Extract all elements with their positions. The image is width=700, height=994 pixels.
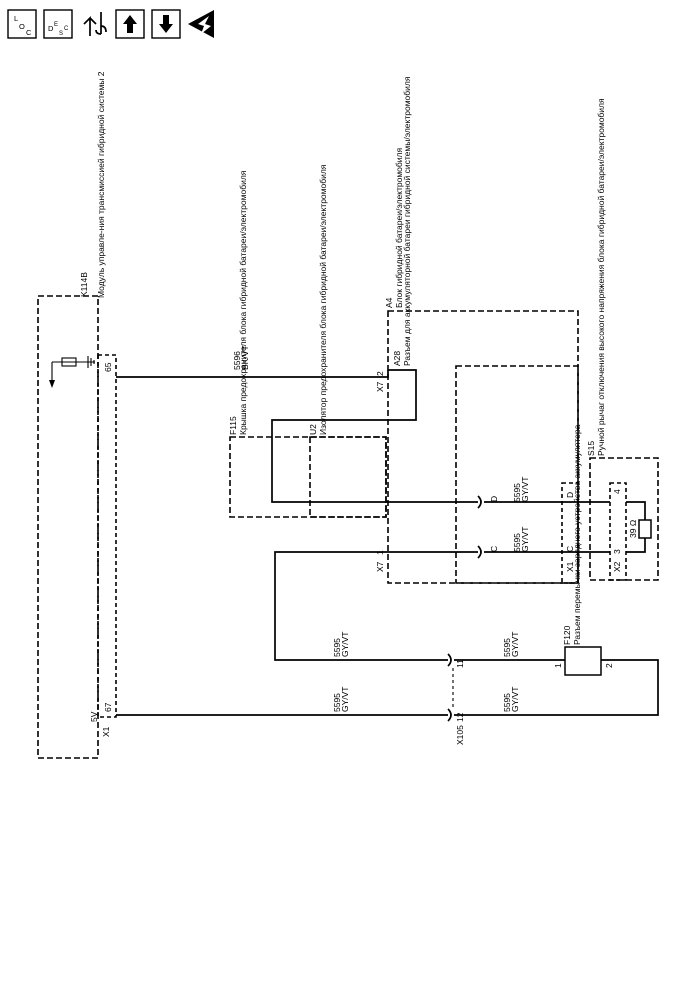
- loc-icon[interactable]: L O C: [7, 9, 37, 39]
- pin-f120-2: 2: [604, 663, 614, 668]
- wire-5595-b-number: 5595: [502, 638, 512, 657]
- pin-d-left: D: [489, 496, 499, 502]
- s15-id: S15: [586, 441, 596, 456]
- svg-text:C: C: [64, 26, 69, 32]
- wire-5596: [116, 370, 389, 378]
- connector-x1-k: X1: [101, 726, 111, 737]
- k114b-name: Модуль управле-ния трансмиссией гибридно…: [96, 71, 106, 298]
- s15-name: Ручной рычаг отключения высокого напряже…: [596, 98, 606, 456]
- a4-box: [387, 310, 579, 584]
- f120-id: F120: [562, 625, 572, 645]
- s15-x2-connector: [609, 482, 627, 581]
- wire-interlock-loop: [271, 369, 478, 503]
- connector-x7-bottom: X7: [375, 561, 385, 572]
- terminal-x105-12: [447, 708, 452, 722]
- wire-5595-a-number: 5595: [332, 638, 342, 657]
- connector-x105: X105: [455, 725, 465, 745]
- terminal-x105-11: [447, 653, 452, 667]
- s15-internal-wire: [626, 501, 646, 553]
- a28-x1-connector: [561, 482, 579, 584]
- wiring-tool-icon[interactable]: [83, 12, 107, 36]
- svg-text:D: D: [48, 24, 54, 33]
- connector-x1-a28: X1: [565, 561, 575, 572]
- f120-name: Разъем перемычки зарядного устройства ак…: [572, 424, 582, 645]
- a28-box: [455, 365, 579, 584]
- svg-text:C: C: [26, 28, 32, 37]
- k114b-id: K114B: [79, 272, 89, 297]
- desc-icon[interactable]: D E S C: [43, 9, 73, 39]
- svg-text:O: O: [19, 22, 25, 31]
- connector-x7-top: X7: [375, 381, 385, 392]
- wire-5596-color: BK/VT: [240, 345, 250, 370]
- a4-name: Блок гибридной батареи/электромобиля: [394, 148, 404, 308]
- wire-5595-a-color: GY/VT: [340, 631, 350, 657]
- esd-warning-icon[interactable]: [188, 10, 214, 38]
- u2-box: [309, 436, 387, 518]
- f120-jumper: [564, 646, 602, 676]
- wire-5596-number: 5596: [232, 351, 242, 370]
- svg-text:E: E: [54, 22, 58, 28]
- f115-name: Крышка предохранителя блока гибридной ба…: [238, 170, 248, 435]
- pin-c-right: C: [565, 546, 575, 552]
- s15-box: [589, 457, 659, 581]
- wire-5595-d-color: GY/VT: [520, 476, 530, 502]
- wire-5595-d-number: 5595: [512, 483, 522, 502]
- ground-icon: [49, 356, 95, 388]
- k114b-module-box: [37, 295, 99, 759]
- label-5v: 5V: [89, 711, 99, 722]
- connector-x2: X2: [612, 561, 622, 572]
- u2-name: Изолятор предохранителя блока гибридной …: [318, 164, 328, 435]
- wire-5595-b-color: GY/VT: [510, 631, 520, 657]
- wire-5595-f-number: 5595: [332, 693, 342, 712]
- pin-c-left: C: [489, 546, 499, 552]
- pin-x105-11: 11: [455, 659, 465, 668]
- pin-k67: 67: [103, 702, 113, 712]
- arrow-down-icon[interactable]: [151, 9, 181, 39]
- pin-s15-3: 3: [612, 549, 622, 554]
- wire-5595-c-number: 5595: [512, 533, 522, 552]
- u2-id: U2: [308, 424, 318, 435]
- wire-5595-c-color: GY/VT: [520, 526, 530, 552]
- pin-d-right: D: [565, 492, 575, 498]
- terminal-c: [477, 545, 482, 559]
- wire-5595-f-color: GY/VT: [340, 686, 350, 712]
- k114b-name-holder: [44, 258, 100, 298]
- pin-x105-12: 12: [455, 712, 465, 722]
- pin-s15-4: 4: [612, 489, 622, 494]
- svg-text:S: S: [59, 31, 63, 37]
- k114b-connector-x1: [97, 354, 117, 718]
- resistor-value: 39 Ω: [628, 520, 638, 538]
- terminal-d: [477, 495, 482, 509]
- toolbar: L O C D E S C: [7, 9, 214, 39]
- arrow-up-icon[interactable]: [115, 9, 145, 39]
- pin-x7-2: 2: [375, 371, 385, 376]
- f115-box: [229, 436, 387, 518]
- pin-f120-1: 1: [553, 663, 563, 668]
- wire-f120-return: [454, 659, 659, 716]
- a28-id: A28: [392, 351, 402, 366]
- wire-5595-e-number: 5595: [502, 693, 512, 712]
- pin-k65: 65: [103, 362, 113, 372]
- wire-x7-1-to-x105-11: [274, 551, 448, 661]
- a4-id: A4: [384, 297, 394, 308]
- wire-5595-e-color: GY/VT: [510, 686, 520, 712]
- a28-name: Разъем для аккумуляторной батареи гибрид…: [402, 76, 412, 366]
- svg-text:L: L: [14, 14, 18, 23]
- f115-id: F115: [228, 416, 238, 435]
- resistor-39-ohm: [638, 519, 652, 539]
